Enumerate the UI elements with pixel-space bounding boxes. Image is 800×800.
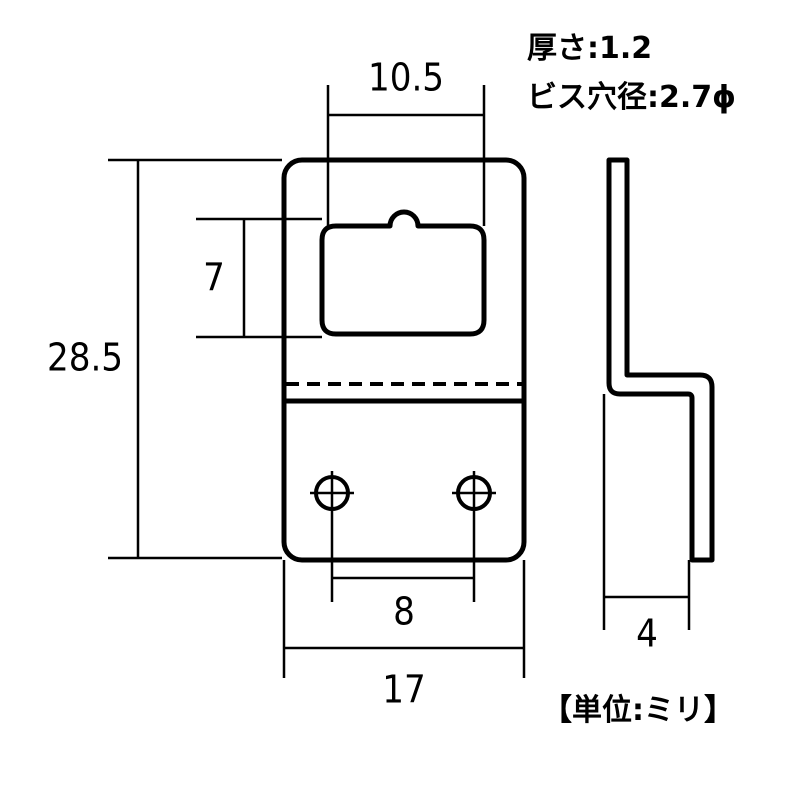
dim-total-width: 17 [282,560,526,712]
dim-hole-spacing: 8 [330,515,476,634]
spec-screw-hole: ビス穴径:2.7ϕ [527,80,736,115]
dim-total-height-label: 28.5 [47,336,123,380]
spec-thickness: 厚さ:1.2 [527,31,652,66]
dim-total-width-label: 17 [382,668,426,712]
dim-slot-width: 10.5 [326,56,486,226]
dim-total-height: 28.5 [47,158,282,560]
dim-hole-spacing-label: 8 [393,590,415,634]
screw-hole-right [452,471,496,515]
screw-hole-left [310,471,354,515]
dim-side-depth-label: 4 [636,612,658,656]
bracket-outline [281,157,527,563]
dim-slot-width-label: 10.5 [368,56,444,100]
dim-slot-height: 7 [196,217,322,339]
side-view-profile [606,157,715,563]
dim-slot-height-label: 7 [203,256,225,300]
unit-label: 【単位:ミリ】 [542,693,734,728]
hanging-slot [319,209,487,337]
dim-side-depth: 4 [602,394,691,656]
